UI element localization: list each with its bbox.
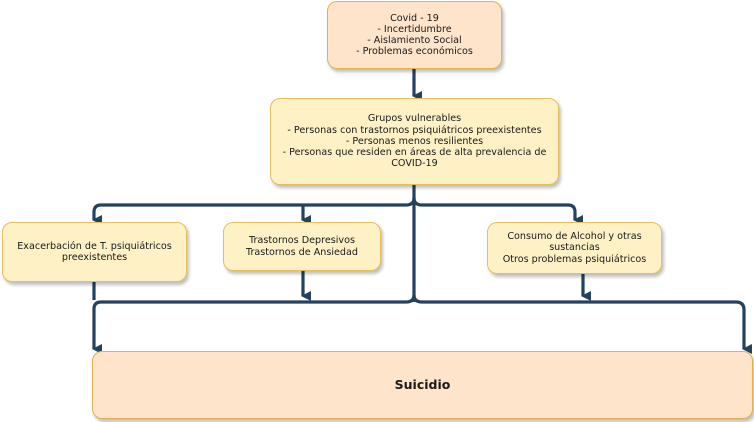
edge-grupos-exacerbacion: [92, 197, 416, 225]
edge-grupos-consumo: [412, 197, 583, 225]
node-grupos-vulnerables: Grupos vulnerables - Personas con trasto…: [270, 98, 559, 185]
node-trastornos-label: Trastornos Depresivos Trastornos de Ansi…: [246, 235, 358, 258]
edge-grupos-suicidio-right: [412, 294, 752, 354]
node-exacerbacion: Exacerbación de T. psiquiátricos preexis…: [2, 222, 187, 282]
node-consumo: Consumo de Alcohol y otras sustancias Ot…: [487, 222, 662, 274]
node-grupos-label: Grupos vulnerables - Personas con trasto…: [282, 113, 547, 170]
node-covid: Covid - 19 - Incertidumbre - Aislamiento…: [327, 1, 502, 69]
node-trastornos: Trastornos Depresivos Trastornos de Ansi…: [223, 222, 381, 271]
node-consumo-label: Consumo de Alcohol y otras sustancias Ot…: [502, 231, 647, 265]
node-exacerbacion-label: Exacerbación de T. psiquiátricos preexis…: [17, 240, 172, 263]
node-suicidio-label: Suicidio: [394, 377, 451, 393]
node-covid-label: Covid - 19 - Incertidumbre - Aislamiento…: [356, 12, 473, 58]
node-suicidio: Suicidio: [92, 351, 753, 419]
edge-grupos-suicidio-left: [92, 294, 416, 354]
